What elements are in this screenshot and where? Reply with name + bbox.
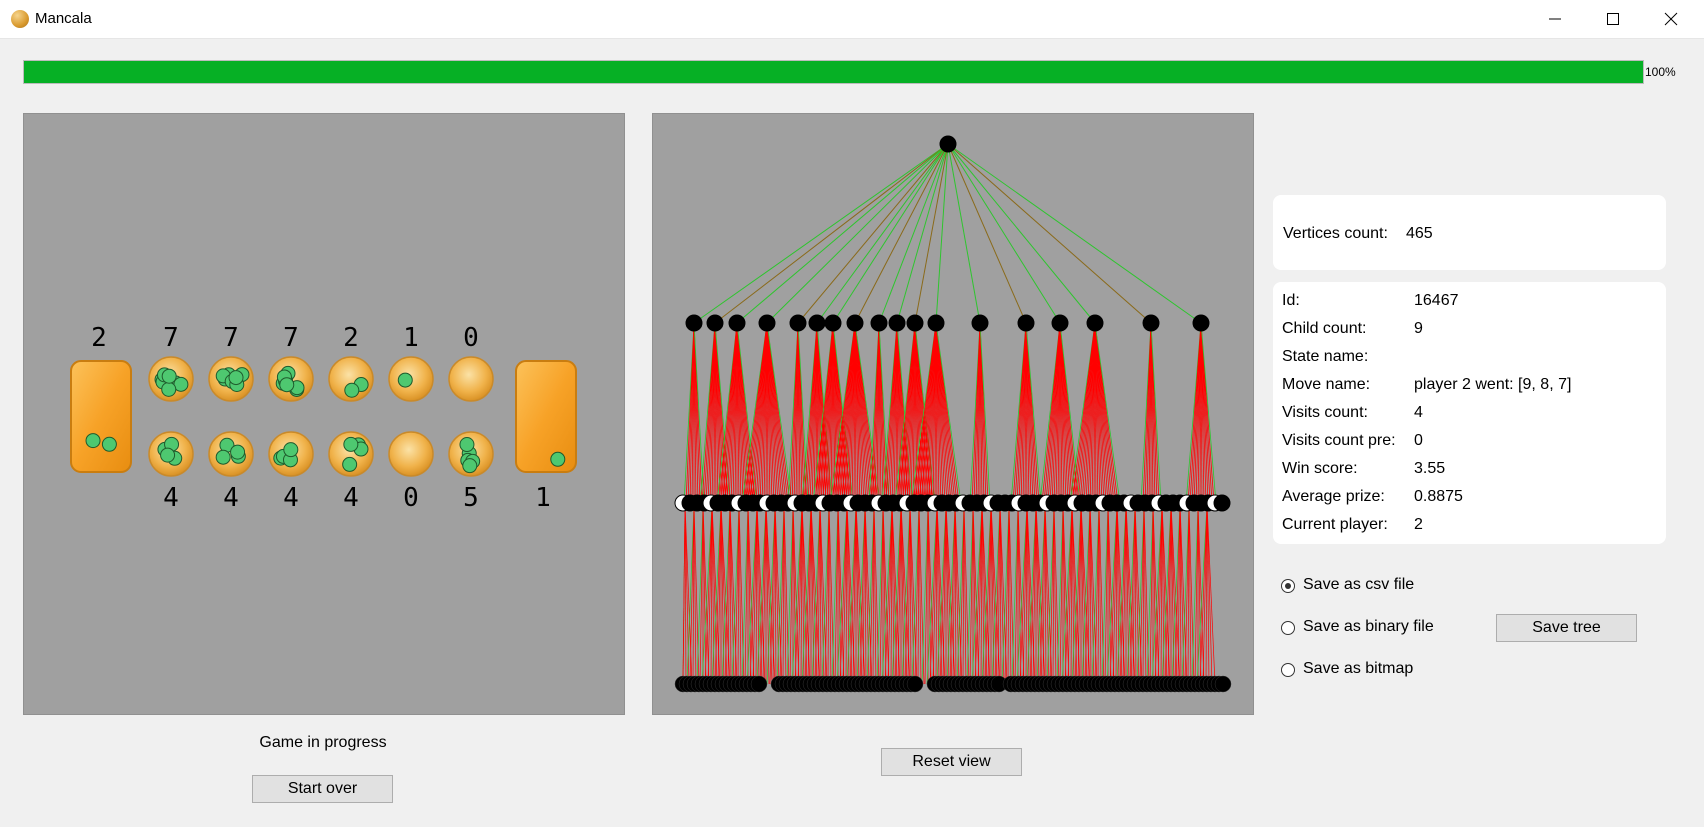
- stone: [342, 456, 358, 472]
- reset-view-button[interactable]: Reset view: [881, 748, 1022, 776]
- close-button[interactable]: [1644, 0, 1700, 38]
- stone: [550, 451, 566, 467]
- info-value: 9: [1414, 320, 1423, 337]
- progress-fill: [24, 61, 1643, 83]
- maximize-button[interactable]: [1586, 0, 1642, 38]
- stones-layer: [85, 365, 566, 474]
- info-row-id: Id: 16467: [1282, 292, 1662, 314]
- search-tree-graph[interactable]: [653, 114, 1253, 714]
- info-row-average-prize: Average prize: 0.8875: [1282, 488, 1662, 510]
- progress-label: 100%: [1645, 65, 1676, 79]
- mancala-board: 2 1 7 7 7 2 1 0 4 4 4 4 0 5: [70, 323, 577, 513]
- stone: [161, 381, 177, 397]
- info-key: Average prize:: [1282, 488, 1385, 505]
- vertices-card: Vertices count: 465: [1273, 195, 1666, 270]
- info-key: Child count:: [1282, 320, 1367, 337]
- stone: [228, 370, 244, 386]
- pit-count-bottom-6: 5: [463, 483, 479, 513]
- close-icon: [1664, 12, 1678, 26]
- pit-count-bottom-5: 0: [403, 483, 419, 513]
- start-over-button[interactable]: Start over: [252, 775, 393, 803]
- stone: [279, 377, 295, 393]
- tree-panel[interactable]: [652, 113, 1254, 715]
- info-value: 3.55: [1414, 460, 1446, 477]
- pit-count-bottom-3: 4: [283, 483, 299, 513]
- store-left[interactable]: [70, 360, 132, 473]
- stone: [160, 447, 176, 463]
- pit-count-top-2: 7: [223, 323, 239, 353]
- pit-count-top-1: 7: [163, 323, 179, 353]
- info-row-state-name: State name:: [1282, 348, 1662, 370]
- info-key: Id:: [1282, 292, 1300, 309]
- radio-button[interactable]: [1281, 621, 1295, 635]
- vertices-count-label: Vertices count:: [1283, 225, 1388, 242]
- node-info-card: Id: 16467 Child count: 9 State name: Move …: [1273, 282, 1666, 544]
- radio-button[interactable]: [1281, 663, 1295, 677]
- info-key: Visits count:: [1282, 404, 1368, 421]
- info-row-visits-count-pre: Visits count pre: 0: [1282, 432, 1662, 454]
- store-count-left: 2: [91, 323, 107, 353]
- stone: [215, 449, 231, 465]
- info-row-child-count: Child count: 9: [1282, 320, 1662, 342]
- pit-top-6[interactable]: [448, 356, 494, 402]
- window-title: Mancala: [35, 10, 92, 27]
- minimize-icon: [1549, 18, 1561, 20]
- maximize-icon: [1607, 13, 1619, 25]
- info-key: Visits count pre:: [1282, 432, 1396, 449]
- stone: [283, 442, 299, 458]
- pit-count-top-6: 0: [463, 323, 479, 353]
- pit-count-top-5: 1: [403, 323, 419, 353]
- info-value: 0.8875: [1414, 488, 1463, 505]
- info-key: Current player:: [1282, 516, 1388, 533]
- stone: [101, 436, 117, 452]
- radio-button[interactable]: [1281, 579, 1295, 593]
- game-status: Game in progress: [259, 734, 387, 751]
- pit-count-bottom-1: 4: [163, 483, 179, 513]
- info-key: State name:: [1282, 348, 1369, 365]
- info-value: 2: [1414, 516, 1423, 533]
- store-count-right: 1: [535, 483, 551, 513]
- info-value: 0: [1414, 432, 1423, 449]
- info-value: 4: [1414, 404, 1423, 421]
- info-value: 16467: [1414, 292, 1459, 309]
- radio-label[interactable]: Save as bitmap: [1303, 660, 1414, 677]
- pit-count-bottom-2: 4: [223, 483, 239, 513]
- board-panel: 2 1 7 7 7 2 1 0 4 4 4 4 0 5: [23, 113, 625, 715]
- radio-label[interactable]: Save as binary file: [1303, 618, 1434, 635]
- stone: [397, 372, 413, 388]
- pit-count-top-3: 7: [283, 323, 299, 353]
- minimize-button[interactable]: [1528, 0, 1584, 38]
- info-row-current-player: Current player: 2: [1282, 516, 1662, 538]
- info-row-win-score: Win score: 3.55: [1282, 460, 1662, 482]
- progress-bar: [23, 60, 1644, 84]
- pit-bottom-5[interactable]: [388, 431, 434, 477]
- store-right[interactable]: [515, 360, 577, 473]
- info-value: player 2 went: [9, 8, 7]: [1414, 376, 1572, 393]
- radio-label[interactable]: Save as csv file: [1303, 576, 1415, 593]
- pit-count-top-4: 2: [343, 323, 359, 353]
- stone: [230, 444, 246, 460]
- stone: [344, 382, 360, 398]
- vertices-count-value: 465: [1406, 225, 1433, 242]
- stone: [85, 433, 101, 449]
- tree-edges: [682, 143, 1217, 685]
- pit-count-bottom-4: 4: [343, 483, 359, 513]
- stone: [459, 437, 475, 453]
- info-key: Move name:: [1282, 376, 1371, 393]
- stone: [343, 436, 359, 452]
- title-bar: Mancala: [0, 0, 1704, 39]
- app-icon: [11, 10, 29, 28]
- stone: [161, 368, 177, 384]
- info-row-move-name: Move name: player 2 went: [9, 8, 7]: [1282, 376, 1662, 398]
- save-tree-button[interactable]: Save tree: [1496, 614, 1637, 642]
- info-key: Win score:: [1282, 460, 1358, 477]
- tree-nodes: [674, 135, 1232, 693]
- info-row-visits-count: Visits count: 4: [1282, 404, 1662, 426]
- stone: [462, 458, 478, 474]
